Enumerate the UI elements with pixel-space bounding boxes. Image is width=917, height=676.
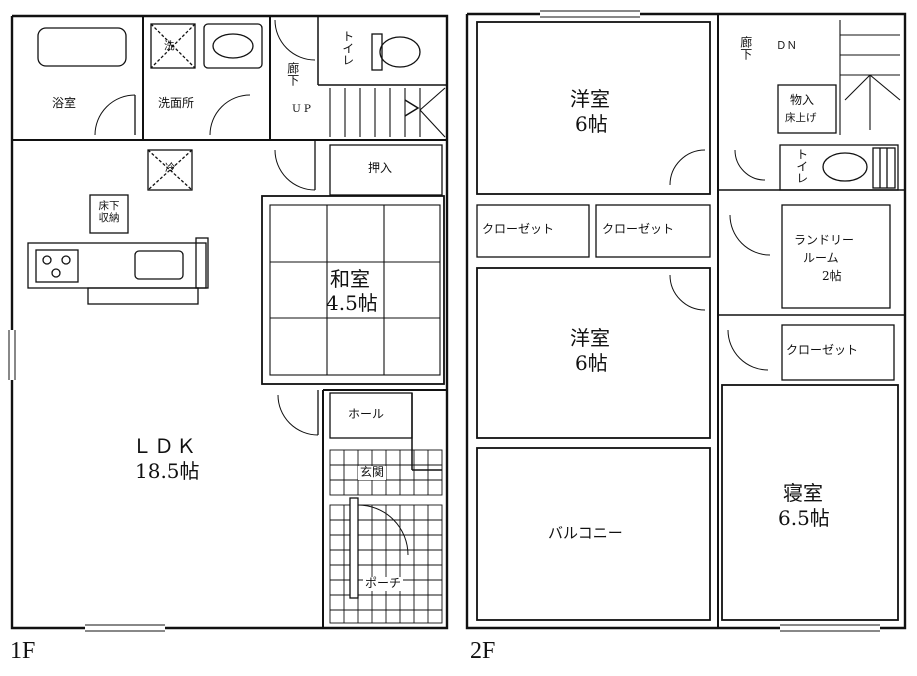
laundry-name2: ルーム xyxy=(803,251,839,265)
room-hall: ホール xyxy=(348,407,385,421)
underfloor-storage-box xyxy=(89,194,129,234)
room-washitsu-size: 4.5帖 xyxy=(326,291,378,315)
room-western2-name: 洋室 xyxy=(570,326,610,350)
room-washitsu-name: 和室 xyxy=(330,267,370,291)
fridge xyxy=(147,149,193,191)
washer xyxy=(150,23,196,69)
closet-b-label: クローゼット xyxy=(602,222,675,236)
toilet-1f-tank xyxy=(371,33,383,71)
laundry-room xyxy=(781,204,891,309)
room-ldk-name: ＬＤＫ xyxy=(132,434,198,458)
porch-tiles xyxy=(329,504,443,624)
closet-b xyxy=(595,204,711,258)
stairs-1f xyxy=(329,87,446,138)
washer-mark: 洗 xyxy=(164,40,175,52)
stairs-2f xyxy=(839,20,901,135)
toilet-2f-box xyxy=(779,144,899,191)
laundry-name: ランドリー xyxy=(794,233,855,247)
western-room-1 xyxy=(476,21,711,195)
stairs-down-label: ＤＮ xyxy=(776,40,797,52)
storage-note: 床上げ xyxy=(785,112,817,124)
room-toilet-2f: トイレ xyxy=(794,148,809,184)
room-balcony: バルコニー xyxy=(548,524,623,542)
storage-box xyxy=(777,84,837,134)
oshiire-closet xyxy=(329,144,443,196)
bathtub xyxy=(37,27,127,67)
wash-basin xyxy=(203,23,263,69)
washitsu-tatami xyxy=(261,195,445,385)
room-entrance: 玄関 xyxy=(358,465,387,480)
stairs-up-label: UP xyxy=(292,103,314,115)
room-oshiire: 押入 xyxy=(368,161,393,175)
room-ldk-size: 18.5帖 xyxy=(135,459,200,483)
closet-c xyxy=(781,324,895,381)
room-western2-size: 6帖 xyxy=(575,351,608,375)
room-porch: ポーチ xyxy=(363,576,404,591)
laundry-size: 2帖 xyxy=(822,269,842,283)
storage-name: 物入 xyxy=(790,93,815,107)
fridge-mark: 冷 xyxy=(165,162,176,174)
room-western1-name: 洋室 xyxy=(570,87,610,111)
underfloor-storage-label: 床下収納 xyxy=(98,200,120,225)
room-toilet-1f: トイレ xyxy=(340,30,355,66)
closet-a xyxy=(476,204,590,258)
room-western1-size: 6帖 xyxy=(575,112,608,136)
closet-a-label: クローゼット xyxy=(482,222,555,236)
closet-c-label: クローゼット xyxy=(786,343,859,357)
room-hallway-2f: 廊下 xyxy=(738,36,753,60)
room-washroom: 洗面所 xyxy=(158,96,195,110)
room-bath: 浴室 xyxy=(52,96,77,110)
bedroom xyxy=(721,384,899,621)
room-bedroom-size: 6.5帖 xyxy=(778,506,830,530)
floor-label-2f: 2F xyxy=(470,638,496,664)
floor-label-1f: 1F xyxy=(10,638,36,664)
balcony xyxy=(476,447,711,621)
room-bedroom-name: 寝室 xyxy=(783,481,823,505)
room-hallway-1f: 廊下 xyxy=(285,62,300,86)
1f-outer-wall xyxy=(10,14,449,630)
2f-outer-wall xyxy=(465,12,907,630)
